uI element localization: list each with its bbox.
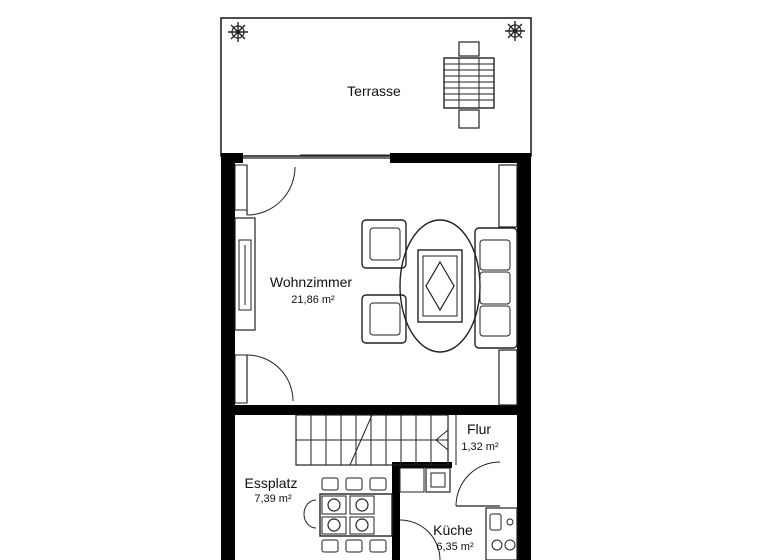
shelf-icon [498, 164, 518, 406]
kueche-area: 6,35 m² [436, 541, 474, 553]
essplatz-label: Essplatz [245, 475, 298, 491]
dining-table-icon [303, 477, 393, 553]
left-window [234, 164, 296, 404]
plant-icon [505, 21, 525, 41]
tv-unit-icon [234, 217, 256, 331]
essplatz-area: 7,39 m² [254, 493, 292, 505]
flur-door [455, 415, 501, 507]
kitchen-counter-icon [485, 507, 518, 560]
terrace: Terrasse [220, 17, 532, 157]
coffee-table-icon [399, 219, 481, 353]
kueche-label: Küche [433, 522, 473, 538]
flur-area: 1,32 m² [461, 441, 499, 453]
wohnzimmer-area: 21,86 m² [291, 294, 335, 306]
wohnzimmer-label: Wohnzimmer [270, 274, 353, 290]
staircase [295, 414, 449, 466]
kueche-door [399, 519, 441, 560]
sliding-door [243, 154, 390, 159]
flur-label: Flur [467, 421, 491, 437]
sun-lounger-icon [443, 41, 495, 129]
sofa-icon [474, 227, 518, 349]
armchair-icon [361, 294, 407, 344]
terrace-label: Terrasse [347, 83, 401, 99]
plant-icon [228, 22, 248, 42]
cabinet-icon [399, 467, 451, 493]
armchair-icon [361, 219, 407, 269]
